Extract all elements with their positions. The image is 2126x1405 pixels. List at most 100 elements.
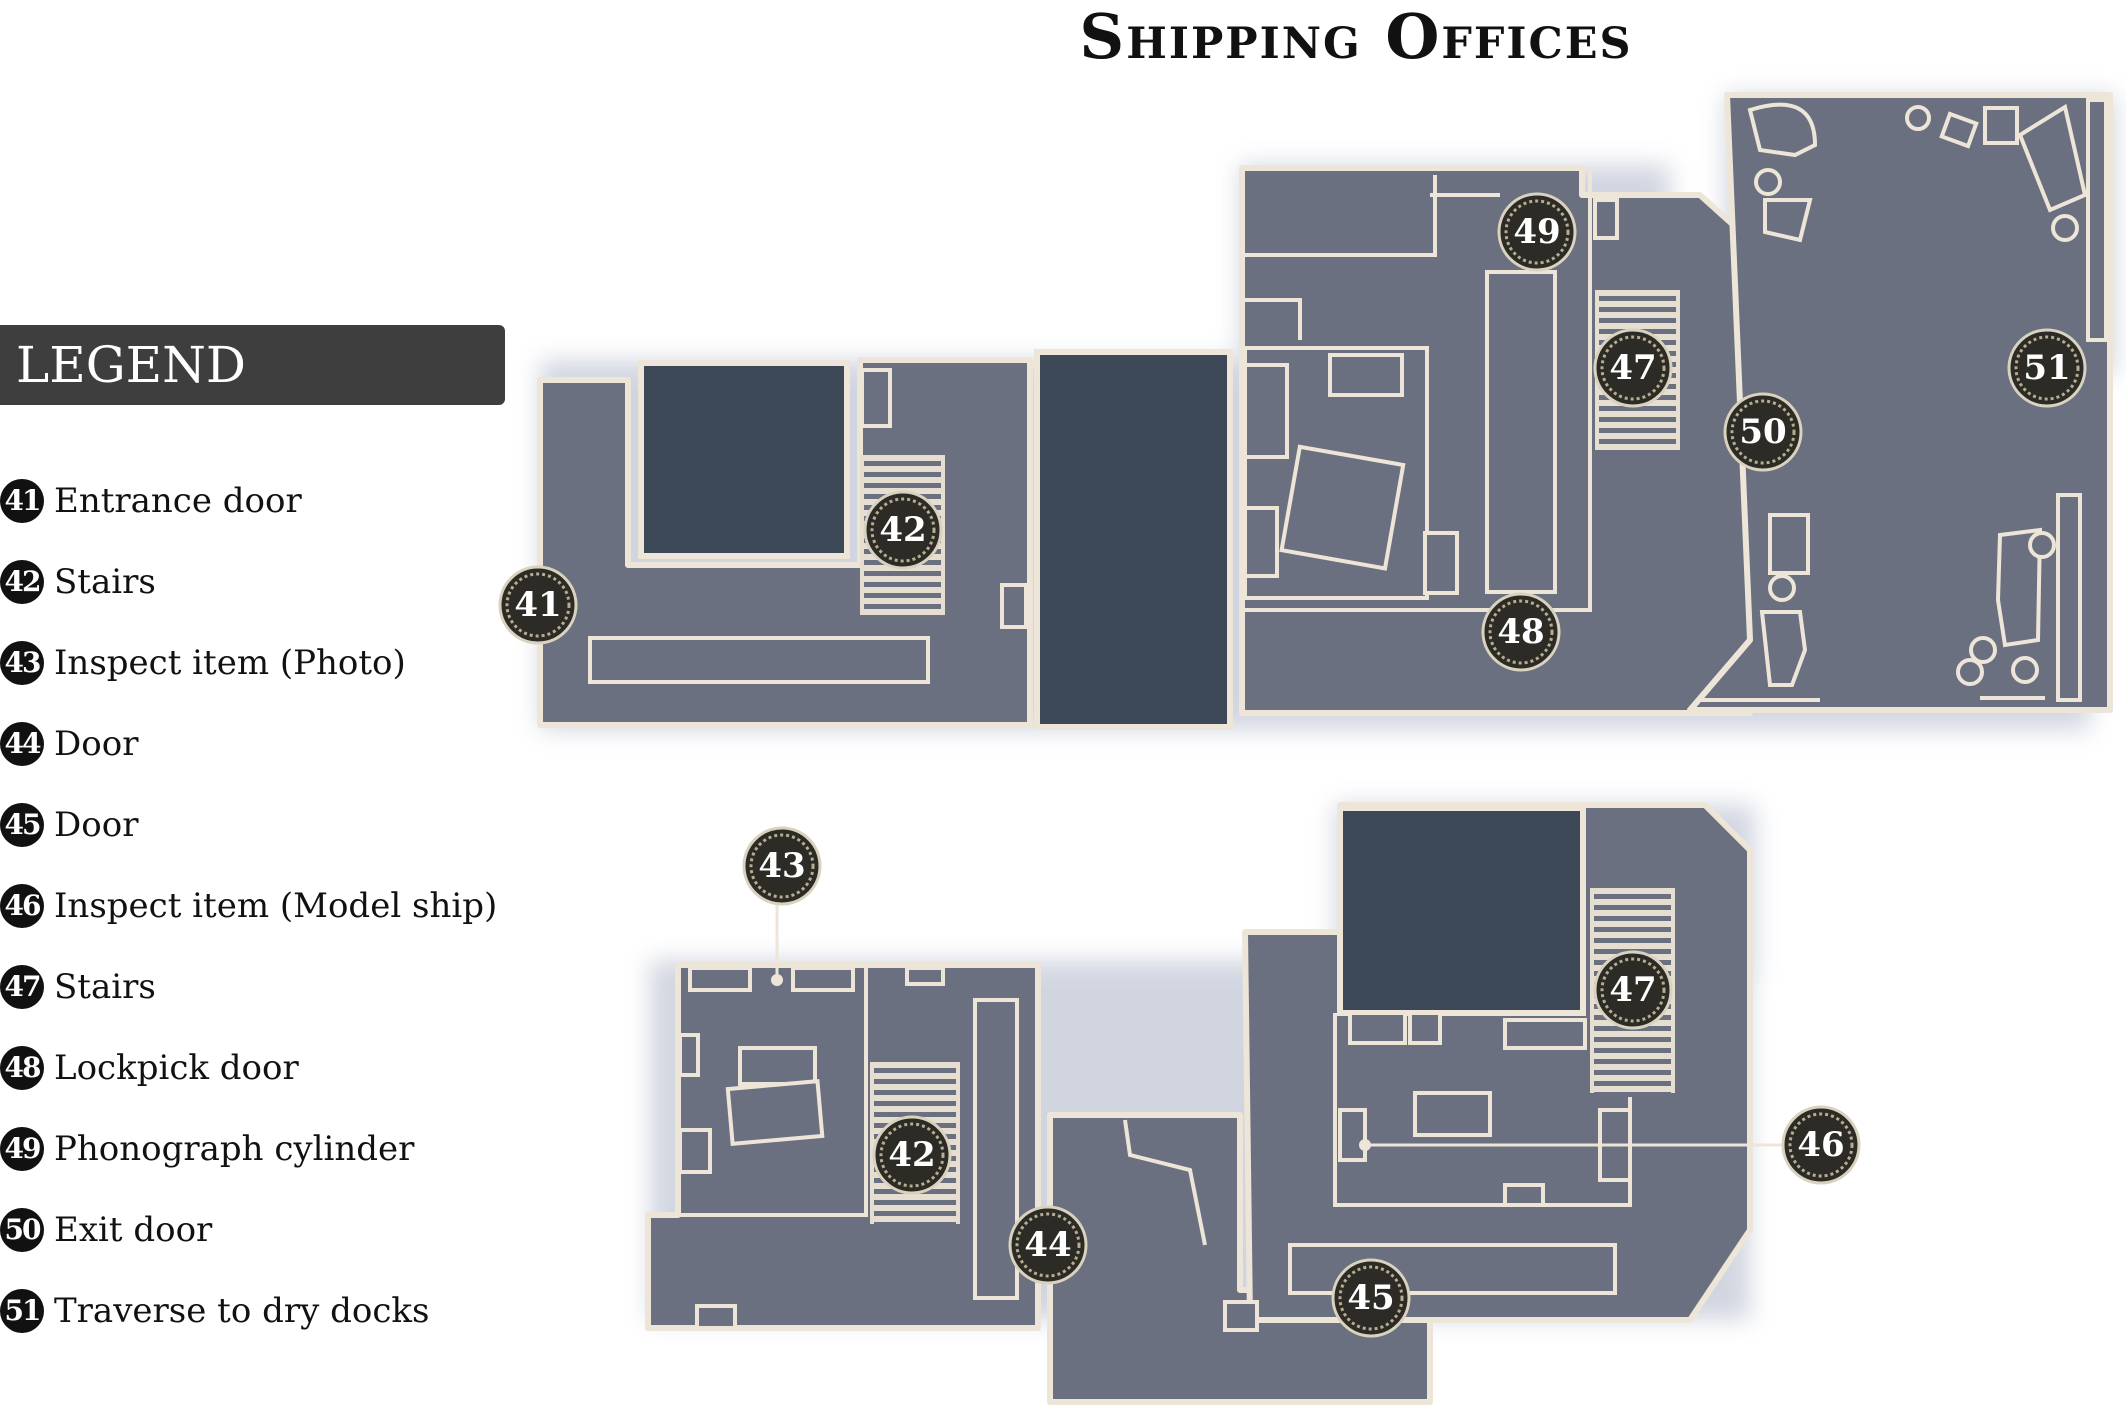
svg-text:49: 49 (1513, 212, 1560, 252)
svg-text:47: 47 (1609, 348, 1656, 388)
legend-label: Stairs (54, 561, 156, 602)
stair-tread (864, 582, 941, 587)
marker-42-upper[interactable]: 42 (863, 490, 943, 570)
lower-floor (645, 802, 1755, 1405)
stair-tread (1594, 927, 1671, 932)
legend-badge: 50 (0, 1207, 44, 1252)
stair-tread (864, 472, 941, 477)
stair-tread (1594, 916, 1671, 921)
marker-49[interactable]: 49 (1497, 192, 1577, 272)
stair-tread (1599, 318, 1676, 323)
stair-tread (1594, 1048, 1671, 1053)
upper-left-room (537, 357, 1033, 728)
stair-tread (1599, 406, 1676, 411)
marker-48[interactable]: 48 (1481, 592, 1561, 672)
stair-tread (874, 1112, 956, 1117)
stair-tread (874, 1222, 956, 1227)
legend-label: Door (54, 804, 139, 845)
lower-dark-room (1337, 805, 1586, 1016)
svg-text:43: 43 (758, 846, 805, 886)
legend-badge: 49 (0, 1126, 44, 1171)
stair-tread (1594, 1070, 1671, 1075)
stair-tread (1599, 296, 1676, 301)
stair-tread (1594, 1037, 1671, 1042)
legend-label: Entrance door (54, 480, 302, 521)
stair-tread (864, 483, 941, 488)
marker-50[interactable]: 50 (1723, 392, 1803, 472)
legend-badge: 45 (0, 802, 44, 847)
svg-text:46: 46 (1797, 1125, 1844, 1165)
stair-tread (874, 1200, 956, 1205)
stair-tread (1599, 307, 1676, 312)
legend-badge: 41 (0, 478, 44, 523)
svg-text:47: 47 (1609, 970, 1656, 1010)
svg-text:50: 50 (1739, 412, 1786, 452)
marker-45[interactable]: 45 (1331, 1258, 1411, 1338)
stair-tread (874, 1101, 956, 1106)
marker-47-upper[interactable]: 47 (1593, 328, 1673, 408)
legend-badge: 46 (0, 883, 44, 928)
legend-header: LEGEND (0, 325, 505, 405)
stair-tread (864, 461, 941, 466)
svg-text:42: 42 (888, 1135, 935, 1175)
map-title: Shipping Offices (1079, 0, 1633, 73)
legend-badge: 43 (0, 640, 44, 685)
svg-text:51: 51 (2023, 348, 2070, 388)
svg-text:45: 45 (1347, 1278, 1394, 1318)
stair-tread (1594, 905, 1671, 910)
marker-46[interactable]: 46 (1781, 1105, 1861, 1185)
svg-text:41: 41 (514, 585, 561, 625)
legend-badge: 48 (0, 1045, 44, 1090)
stair-tread (874, 1068, 956, 1073)
stair-tread (1594, 938, 1671, 943)
marker-47-lower[interactable]: 47 (1593, 950, 1673, 1030)
svg-text:44: 44 (1024, 1225, 1071, 1265)
stair-tread (864, 571, 941, 576)
marker-42-lower[interactable]: 42 (872, 1115, 952, 1195)
legend-badge: 42 (0, 559, 44, 604)
stair-tread (1599, 439, 1676, 444)
legend-label: Inspect item (Photo) (54, 642, 406, 683)
marker-51[interactable]: 51 (2007, 328, 2087, 408)
legend-badge: 47 (0, 964, 44, 1009)
upper-floor (537, 92, 2115, 730)
stair-tread (874, 1211, 956, 1216)
stair-tread (1599, 428, 1676, 433)
marker-43[interactable]: 43 (742, 826, 822, 906)
stair-tread (1594, 1081, 1671, 1086)
legend-label: Phonograph cylinder (54, 1128, 415, 1169)
stair-tread (1599, 417, 1676, 422)
legend-label: Traverse to dry docks (54, 1290, 430, 1331)
marker-41[interactable]: 41 (498, 565, 578, 645)
stair-tread (864, 604, 941, 609)
legend-label: Inspect item (Model ship) (54, 885, 498, 926)
stair-tread (1594, 894, 1671, 899)
legend-label: Lockpick door (54, 1047, 299, 1088)
stair-tread (874, 1090, 956, 1095)
upper-dark-room-b (1034, 349, 1233, 730)
legend-badge: 44 (0, 721, 44, 766)
upper-dark-room-a (638, 360, 850, 559)
legend-label: Stairs (54, 966, 156, 1007)
legend-badge: 51 (0, 1288, 44, 1333)
svg-text:42: 42 (879, 510, 926, 550)
legend-label: Exit door (54, 1209, 213, 1250)
stair-tread (874, 1079, 956, 1084)
stair-tread (1594, 1059, 1671, 1064)
stair-tread (1594, 1092, 1671, 1097)
marker-44[interactable]: 44 (1008, 1205, 1088, 1285)
legend-label: Door (54, 723, 139, 764)
